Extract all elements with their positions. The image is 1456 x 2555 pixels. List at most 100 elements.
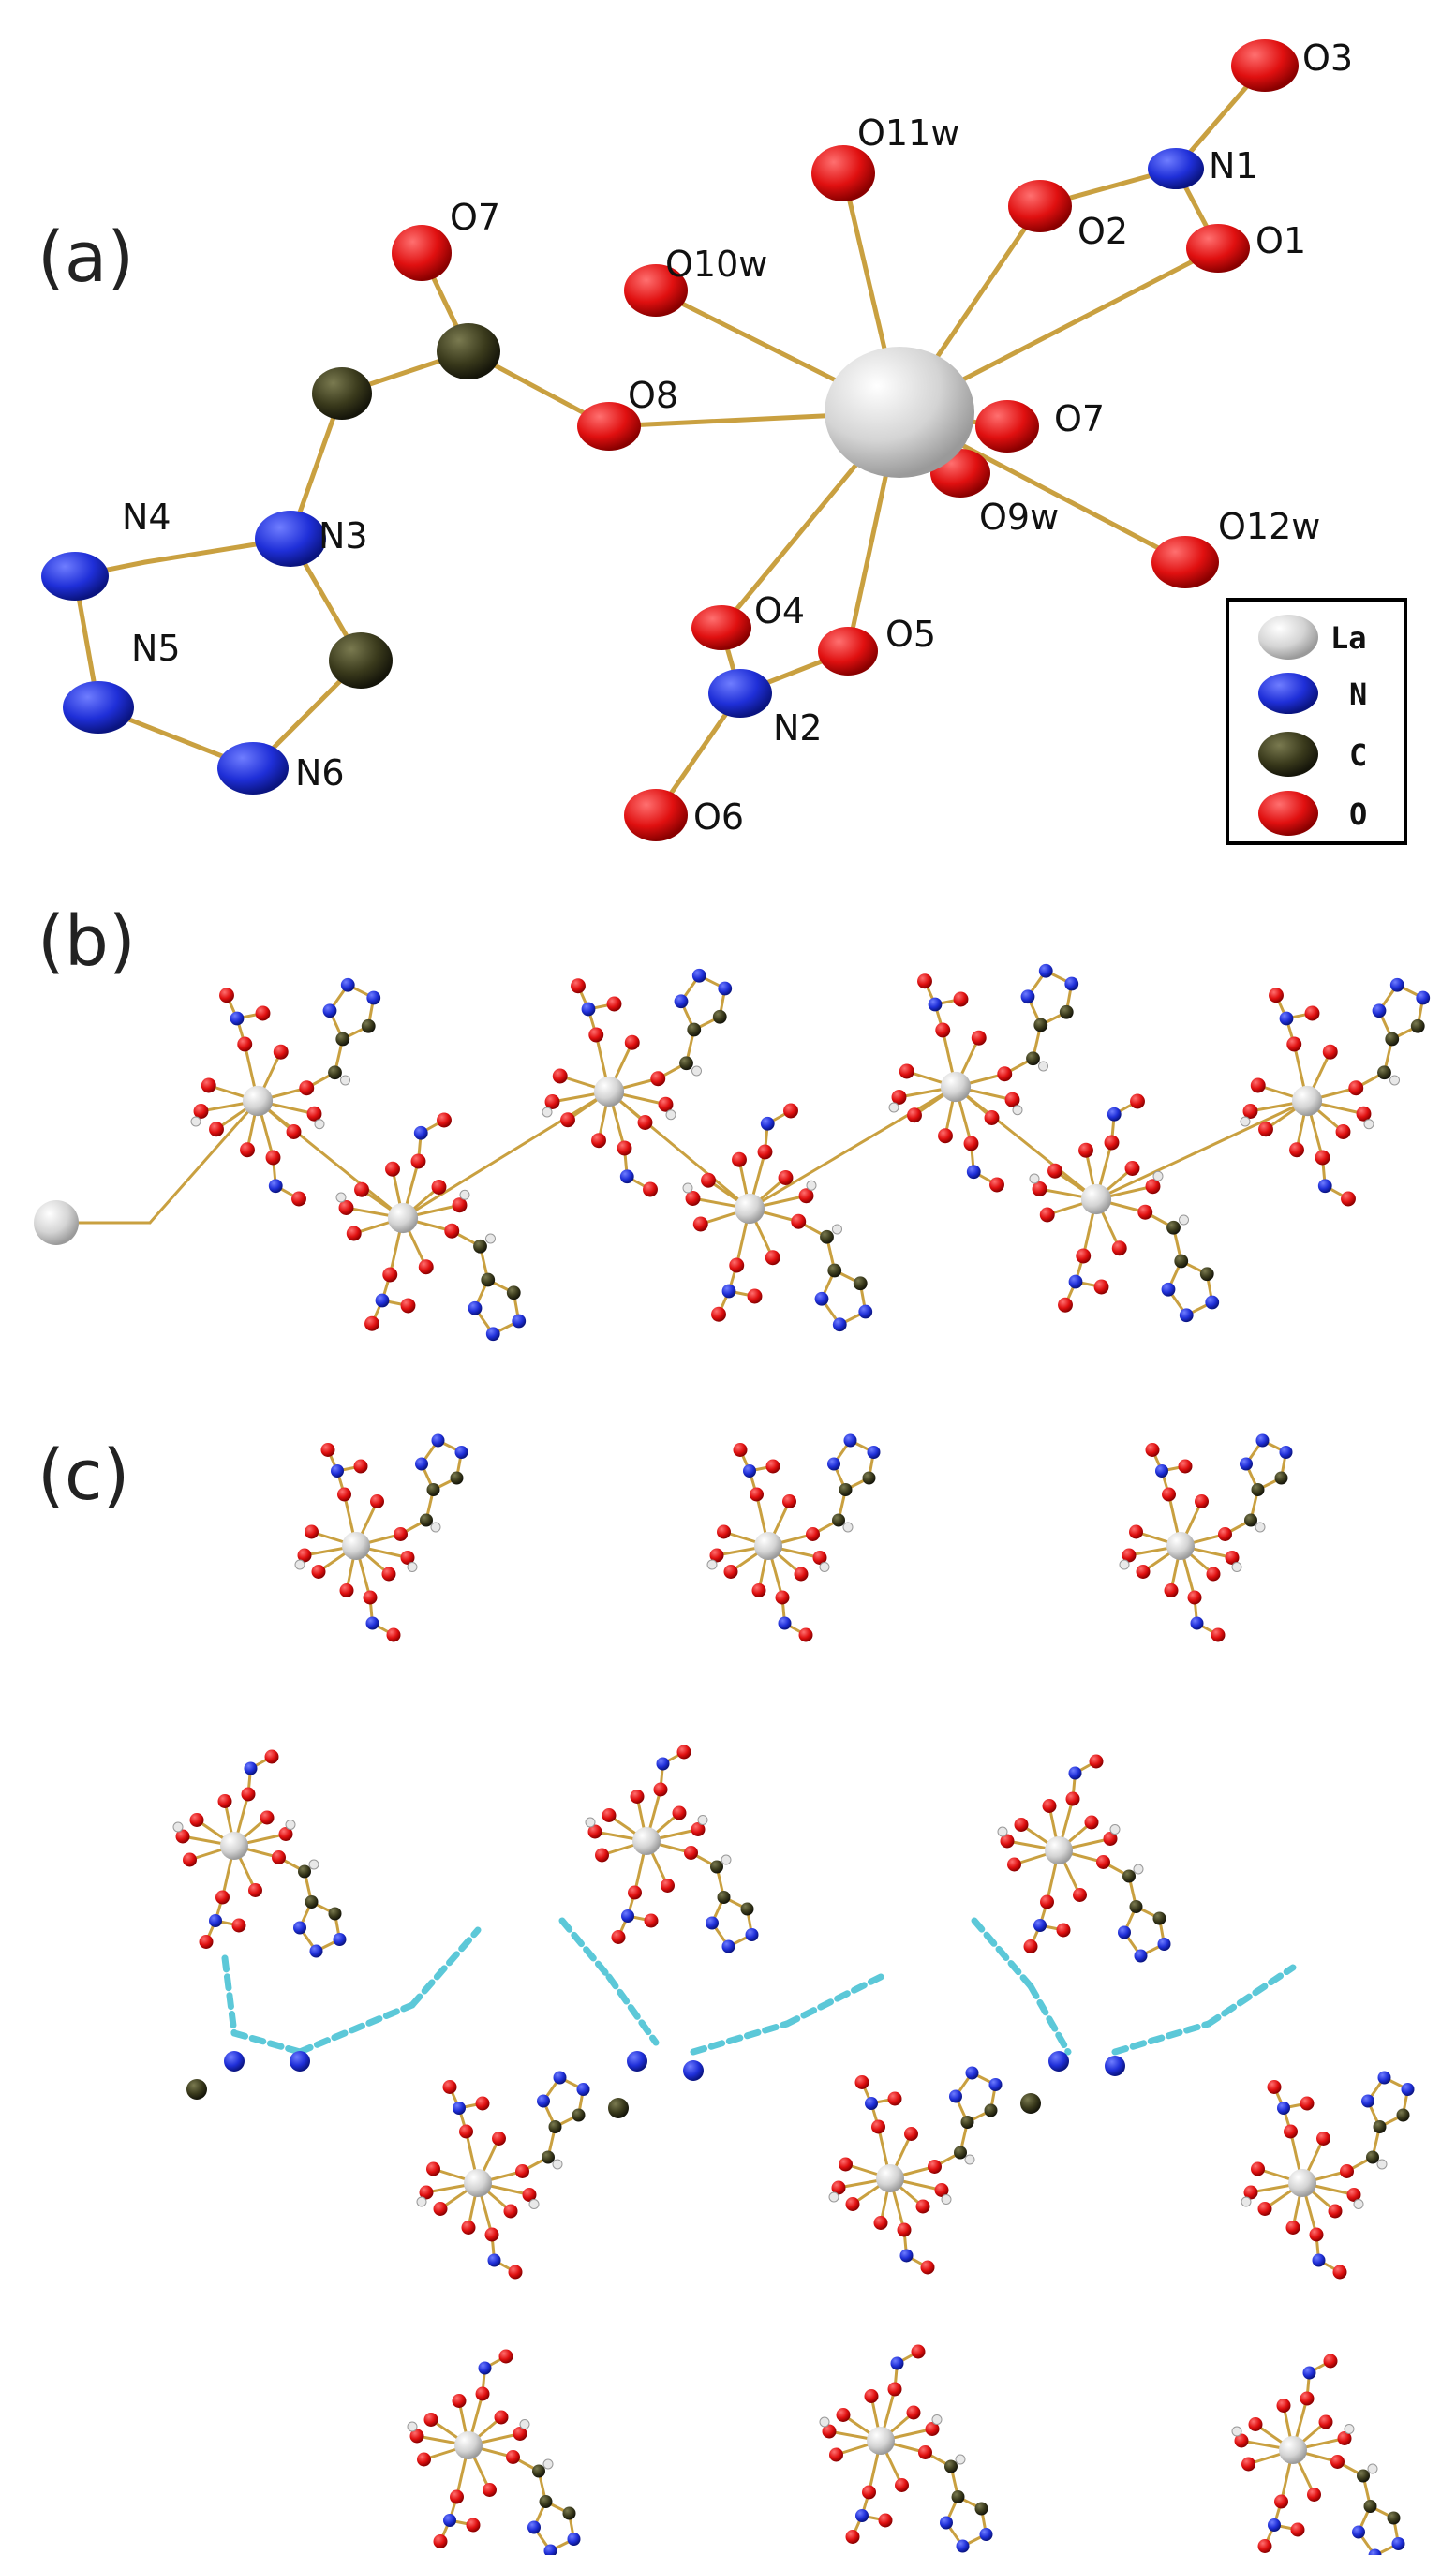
- atom-c: [1396, 2108, 1410, 2122]
- atom-c: [1410, 1018, 1425, 1033]
- bond: [148, 1099, 260, 1225]
- atom-o: [461, 2221, 476, 2235]
- hydrogen-bond: [971, 1917, 1034, 1990]
- atom-o: [483, 2483, 497, 2497]
- legend-label-o: O: [1349, 796, 1367, 832]
- atom-o: [1242, 1104, 1258, 1119]
- atom-o: [1023, 1939, 1038, 1953]
- atom-la: [220, 1832, 248, 1860]
- atom-o: [209, 1122, 224, 1137]
- atom-o: [798, 1188, 814, 1204]
- atom-o: [963, 1136, 979, 1151]
- atom-la: [387, 1202, 419, 1234]
- atom-o: [1089, 1754, 1104, 1769]
- atom-o: [798, 1627, 813, 1642]
- atom-n: [1155, 1464, 1168, 1478]
- atom-n: [576, 2083, 590, 2096]
- hydrogen-bond: [221, 1954, 238, 2037]
- atom-o: [1340, 2164, 1354, 2178]
- atom-o: [1257, 2539, 1272, 2553]
- bond: [748, 1085, 958, 1211]
- atom-o: [1004, 1092, 1020, 1107]
- atom-c: [1026, 1051, 1040, 1066]
- atom-h: [314, 1119, 325, 1130]
- atom-o: [240, 1142, 255, 1158]
- atom-o: [591, 1133, 606, 1149]
- legend-swatch-la: [1258, 615, 1318, 660]
- atom-o: [272, 1850, 286, 1864]
- atom-o: [215, 1890, 230, 1905]
- atom-c: [361, 1018, 376, 1033]
- atom-o: [450, 2489, 464, 2504]
- atom-n: [1190, 1616, 1204, 1630]
- atom-n: [543, 2544, 557, 2555]
- atom-o: [989, 1177, 1004, 1193]
- atom-c: [548, 2120, 562, 2133]
- atom-o: [394, 1527, 408, 1541]
- label-n6: N6: [295, 752, 345, 794]
- atom-n: [581, 1002, 596, 1017]
- atom-n: [553, 2071, 567, 2085]
- atom-h: [407, 1562, 418, 1572]
- atom-o: [650, 1071, 666, 1087]
- atom-la: [242, 1085, 274, 1117]
- atom-c: [608, 2098, 629, 2118]
- atom-la: [1291, 1085, 1323, 1117]
- atom-h: [585, 1817, 596, 1828]
- atom-o: [1274, 2494, 1288, 2509]
- atom-h: [1133, 1864, 1144, 1875]
- atom-n: [1389, 977, 1404, 992]
- atom-la: [632, 1827, 661, 1855]
- atom-o4: [691, 605, 751, 650]
- atom-o: [1218, 1527, 1232, 1541]
- atom-o: [1104, 1135, 1120, 1151]
- atom-n: [1361, 2094, 1374, 2108]
- atom-o: [494, 2410, 509, 2425]
- atom-c: [944, 2459, 958, 2473]
- atom-c: [1129, 1900, 1143, 1913]
- atom-la: [342, 1532, 370, 1560]
- atom-o: [897, 2222, 912, 2237]
- atom-o: [433, 2202, 448, 2216]
- atom-h: [1109, 1824, 1121, 1835]
- atom-o: [419, 2185, 434, 2200]
- atom-o: [484, 2227, 499, 2242]
- atom-o: [423, 2413, 438, 2427]
- atom-o: [311, 1565, 326, 1579]
- atom-h: [964, 2154, 975, 2165]
- atom-n: [333, 1933, 347, 1946]
- atom-o: [1267, 2080, 1282, 2094]
- panel-c-label: (c): [37, 1435, 129, 1516]
- atom-h: [519, 2419, 530, 2429]
- atom-n: [375, 1293, 390, 1308]
- atom-o: [895, 2478, 909, 2492]
- atom-la-end: [34, 1200, 79, 1245]
- atom-o: [248, 1883, 262, 1897]
- atom-c: [539, 2495, 553, 2508]
- atom-h: [485, 1233, 496, 1244]
- atom-o: [691, 1822, 706, 1836]
- atom-n: [1118, 1925, 1131, 1939]
- panel-a-bonds: [72, 63, 1268, 818]
- atom-n: [1416, 990, 1431, 1005]
- panel-c: (c): [37, 1433, 1415, 2555]
- atom-o: [1084, 1815, 1099, 1830]
- atom-h: [1255, 1522, 1266, 1533]
- atom-c: [679, 1056, 693, 1071]
- atom-o: [219, 988, 234, 1003]
- atom-o: [433, 2534, 448, 2548]
- atom-c: [712, 1009, 727, 1024]
- atom-o: [934, 2183, 949, 2197]
- atom-o: [1250, 1077, 1266, 1093]
- atom-c: [1373, 2120, 1387, 2133]
- atom-o: [775, 1590, 790, 1605]
- atom-c: [1385, 1032, 1400, 1047]
- atom-o: [984, 1110, 1000, 1125]
- atom-c: [1199, 1267, 1214, 1282]
- atom-la: [825, 347, 974, 478]
- atom-la: [876, 2164, 904, 2192]
- label-o8: O8: [628, 375, 678, 416]
- atom-n: [1268, 2518, 1281, 2532]
- atom-o: [1206, 1567, 1221, 1582]
